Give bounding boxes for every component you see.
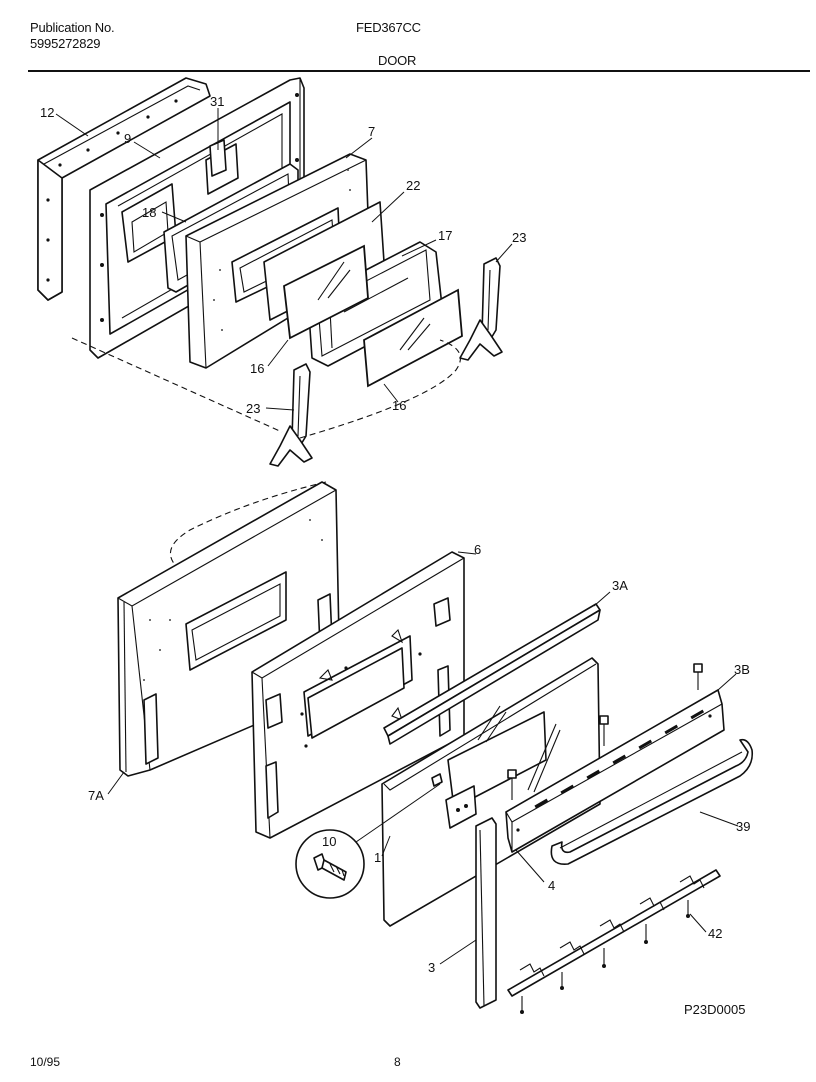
section-title: DOOR xyxy=(378,53,417,68)
callout-1: 1 xyxy=(374,850,381,865)
callout-9: 9 xyxy=(124,131,131,146)
footer-date: 10/95 xyxy=(30,1055,61,1069)
callout-23-left: 23 xyxy=(246,401,260,416)
header-rule xyxy=(28,70,810,72)
door-hinge-right xyxy=(459,257,503,361)
callout-3b: 3B xyxy=(734,662,750,677)
callout-7a: 7A xyxy=(88,788,104,803)
callout-42: 42 xyxy=(708,926,722,941)
door-top-trim xyxy=(383,603,601,745)
callout-18: 18 xyxy=(142,205,156,220)
publication-label: Publication No. xyxy=(30,20,115,35)
door-handle xyxy=(550,738,754,865)
callout-3: 3 xyxy=(428,960,435,975)
callout-22: 22 xyxy=(406,178,420,193)
callout-39: 39 xyxy=(736,819,750,834)
callout-labels: 12 31 9 7 18 22 17 23 16 16 23 6 3A 3B 7… xyxy=(40,94,750,975)
callout-7: 7 xyxy=(368,124,375,139)
bottom-vent-strip xyxy=(507,869,721,1014)
callout-23-right: 23 xyxy=(512,230,526,245)
door-glass-lower xyxy=(363,288,463,388)
callout-3a: 3A xyxy=(612,578,628,593)
assembly-line-hinge xyxy=(71,337,283,433)
callout-16-upper: 16 xyxy=(250,361,264,376)
publication-number: 5995272829 xyxy=(30,36,101,51)
door-glass-upper xyxy=(283,244,369,340)
diagram-code: P23D0005 xyxy=(684,1002,746,1017)
footer-page-number: 8 xyxy=(394,1055,401,1069)
hinge-block xyxy=(445,785,477,829)
screw-3b xyxy=(693,663,703,690)
callout-4: 4 xyxy=(548,878,555,893)
door-frame xyxy=(251,551,465,839)
callout-10: 10 xyxy=(322,834,336,849)
small-screw xyxy=(431,773,443,787)
callout-6: 6 xyxy=(474,542,481,557)
screw-mid xyxy=(599,715,609,746)
latch-bracket xyxy=(209,139,227,177)
model-number: FED367CC xyxy=(356,20,421,35)
callout-17: 17 xyxy=(438,228,452,243)
leader-lines xyxy=(55,108,739,965)
screw-left xyxy=(507,769,517,800)
callout-12: 12 xyxy=(40,105,54,120)
screw-detail-circle xyxy=(295,783,441,899)
door-side-trim xyxy=(475,817,497,1009)
callout-31: 31 xyxy=(210,94,224,109)
door-gasket xyxy=(37,77,211,301)
callout-16-lower: 16 xyxy=(392,398,406,413)
door-hinge-left xyxy=(269,363,313,467)
outer-door-glass xyxy=(381,657,601,927)
assembly-line-outer xyxy=(169,481,327,567)
assembly-line-glass xyxy=(299,339,461,439)
